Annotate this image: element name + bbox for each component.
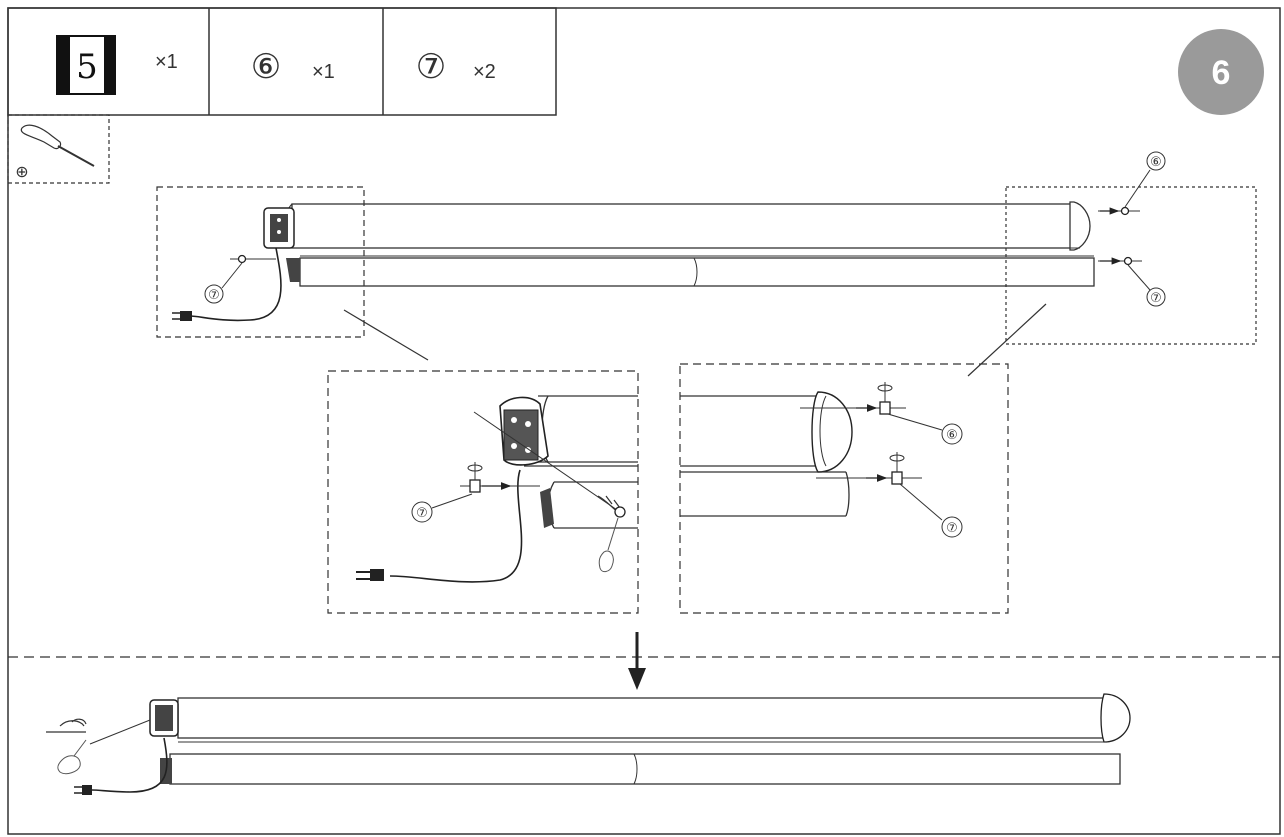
detail-right: ⑥ ⑦ [679, 363, 1009, 614]
tool-box: ⊕ [7, 114, 110, 184]
overview-plug-icon [172, 311, 192, 321]
result-end-cap [1100, 693, 1131, 743]
result-plug-icon [74, 785, 92, 795]
result-hand-icon [57, 755, 81, 775]
overview-end-cap-upper [1069, 201, 1091, 251]
zoom-box-left [156, 186, 365, 338]
overview-screw-right-upper [1120, 206, 1130, 216]
detail-end-cap-upper [811, 391, 853, 473]
part-5-qty: ×1 [155, 51, 178, 73]
result-driver-housing [149, 699, 179, 784]
part-5-cell: 5 ×1 [56, 35, 178, 95]
detail-hand-icon [598, 550, 614, 573]
detail-left-callout: ⑦ [416, 506, 428, 521]
step-badge: 6 [1178, 29, 1264, 115]
detail-driver-housing [499, 396, 554, 528]
part-7-label: ⑦ [416, 47, 446, 87]
down-arrow-icon [628, 632, 646, 690]
overview-callout-left: ⑦ [208, 288, 220, 303]
detail-right-screw-upper [879, 401, 891, 415]
overview-driver-housing [263, 207, 300, 282]
result-lower-tube [169, 753, 1121, 785]
result-upper-tube [177, 697, 1109, 739]
overview-screw-left [237, 254, 247, 264]
result-power-cable [91, 737, 168, 793]
detail-right-callout-lower: ⑦ [946, 521, 958, 536]
part-6-cell: ⑥ ×1 [251, 47, 335, 87]
detail-left-screw [469, 479, 481, 493]
overview-power-cable [189, 247, 282, 322]
result-assembly [46, 693, 1131, 795]
detail-left-frame [327, 370, 639, 614]
part-6-qty: ×1 [312, 61, 335, 83]
overview-screw-right-lower [1123, 256, 1133, 266]
detail-right-callout-upper: ⑥ [946, 428, 958, 443]
part-7-cell: ⑦ ×2 [416, 47, 496, 87]
detail-right-screw-lower [891, 471, 903, 485]
phillips-symbol: ⊕ [15, 162, 28, 181]
page-frame [7, 7, 1281, 835]
detail-right-frame [679, 363, 1009, 614]
part-6-label: ⑥ [251, 47, 281, 87]
overview-assembly: ⑦ ⑥ ⑦ [156, 151, 1257, 377]
step-number: 6 [1212, 54, 1231, 92]
overview-callout-right-lower: ⑦ [1150, 291, 1162, 306]
parts-table: 5 ×1 ⑥ ×1 ⑦ ×2 [7, 7, 557, 116]
part-5-label: 5 [76, 47, 98, 87]
part-7-qty: ×2 [473, 61, 496, 83]
overview-callout-right-upper: ⑥ [1150, 155, 1162, 170]
detail-left: ⑦ [327, 370, 639, 614]
overview-upper-tube [291, 203, 1079, 249]
phillips-screwdriver-icon [20, 124, 95, 167]
detail-plug-icon [356, 569, 384, 581]
detail-power-cable [389, 469, 523, 583]
